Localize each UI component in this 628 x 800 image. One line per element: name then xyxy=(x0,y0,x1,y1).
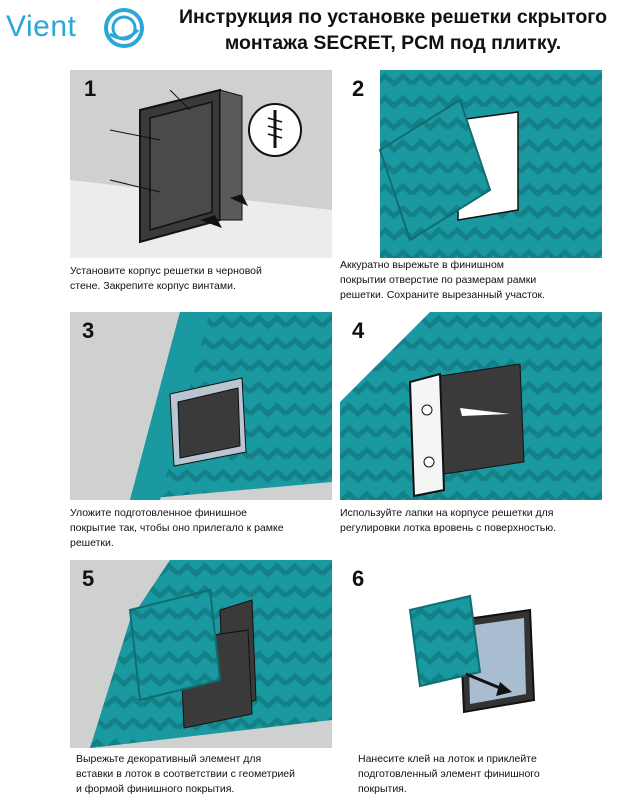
step-5-caption: Вырежьте декоративный элемент для вставк… xyxy=(76,752,346,797)
step-6-illustration: 6 xyxy=(340,560,602,748)
step-2-caption: Аккуратно вырежьте в финишном покрытии о… xyxy=(340,258,610,303)
step-4-caption: Используйте лапки на корпусе решетки для… xyxy=(340,506,610,536)
document-title: Инструкция по установке решетки скрытого… xyxy=(160,4,626,56)
step-5-illustration: 5 xyxy=(70,560,332,748)
step-2-line-3: решетки. Сохраните вырезанный участок. xyxy=(340,289,546,301)
step-3-line-3: решетки. xyxy=(70,537,114,549)
step-2-number: 2 xyxy=(352,76,365,101)
step-5-line-3: и формой финишного покрытия. xyxy=(76,783,235,795)
vient-logo: Vient xyxy=(6,4,156,50)
header: Vient Инструкция по установке решетки ск… xyxy=(0,0,628,62)
step-3-line-2: покрытие так, чтобы оно прилегало к рамк… xyxy=(70,522,284,534)
step-6-line-2: подготовленный элемент финишного xyxy=(358,768,540,780)
step-2-line-1: Аккуратно вырежьте в финишном xyxy=(340,259,505,271)
step-2-line-2: покрытии отверстие по размерам рамки xyxy=(340,274,537,286)
logo-text: Vient xyxy=(6,10,77,43)
step-1-line-1: Установите корпус решетки в черновой xyxy=(70,265,262,277)
step-6-line-1: Нанесите клей на лоток и приклейте xyxy=(358,753,537,765)
step-1-caption: Установите корпус решетки в черновой сте… xyxy=(70,264,340,294)
title-line-1: Инструкция по установке решетки скрытого xyxy=(178,6,608,28)
step-1-number: 1 xyxy=(84,76,97,101)
step-3-caption: Уложите подготовленное финишное покрытие… xyxy=(70,506,340,551)
step-2-illustration: 2 xyxy=(340,70,602,258)
step-5-line-2: вставки в лоток в соответствии с геометр… xyxy=(76,768,296,780)
step-3-illustration: 3 xyxy=(70,312,332,500)
step-3-line-1: Уложите подготовленное финишное xyxy=(70,507,247,519)
step-4-line-2: регулировки лотка вровень с поверхностью… xyxy=(340,522,557,534)
step-6-caption: Нанесите клей на лоток и приклейте подго… xyxy=(358,752,628,797)
step-6-number: 6 xyxy=(352,566,365,591)
step-5-line-1: Вырежьте декоративный элемент для xyxy=(76,753,262,765)
step-1-illustration: 1 xyxy=(70,70,332,258)
step-5-number: 5 xyxy=(82,566,95,591)
step-1-line-2: стене. Закрепите корпус винтами. xyxy=(70,280,236,292)
step-3-number: 3 xyxy=(82,318,95,343)
title-line-2: монтажа SECRET, PCM под плитку. xyxy=(224,32,562,54)
step-4-line-1: Используйте лапки на корпусе решетки для xyxy=(340,507,554,519)
step-6-line-3: покрытия. xyxy=(358,783,407,795)
logo-swirl-icon xyxy=(104,8,144,48)
step-4-number: 4 xyxy=(352,318,365,343)
step-4-illustration: 4 xyxy=(340,312,602,500)
